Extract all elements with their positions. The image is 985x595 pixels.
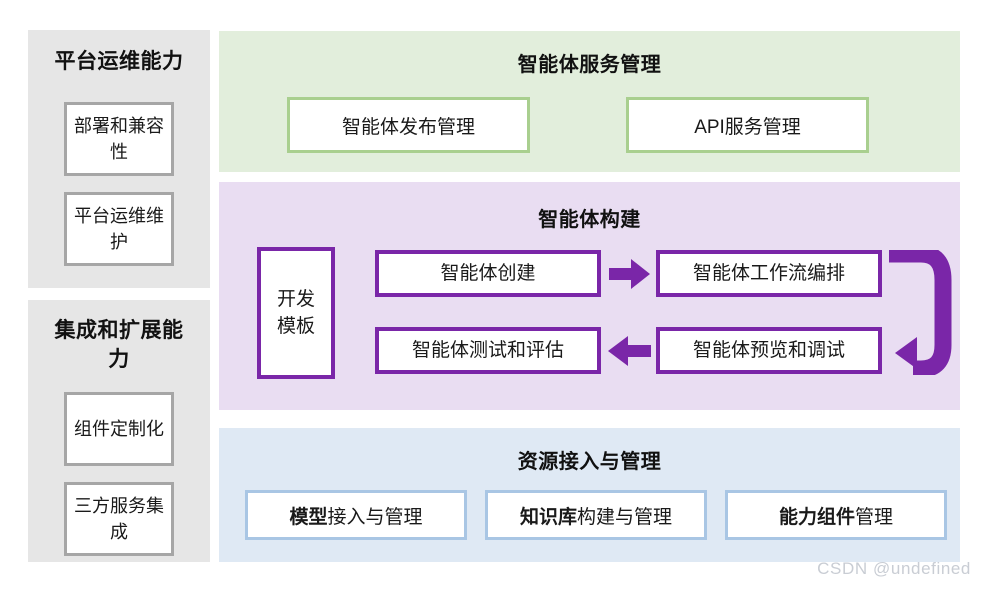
box-agent-creation[interactable]: 智能体创建 [375,250,601,297]
box-capability-component-management-bold: 能力组件 [778,506,855,528]
box-knowledge-base-management[interactable]: 知识库构建与管理 [485,490,707,540]
panel-agent-build: 智能体构建 开发模板 智能体创建 智能体工作流编排 智能体预览和调试 智能体测试… [219,182,960,410]
arrow-left-icon [608,336,651,366]
box-model-access-management-bold: 模型 [289,506,328,528]
panel-integration-extension: 集成和扩展能力 组件定制化 三方服务集成 [28,300,210,562]
box-third-party-integration[interactable]: 三方服务集成 [64,482,174,556]
loop-arrow-icon [889,250,952,375]
panel-platform-ops: 平台运维能力 部署和兼容性 平台运维维护 [28,30,210,288]
box-model-access-management-rest: 接入与管理 [327,506,423,528]
box-knowledge-base-management-bold: 知识库 [519,506,577,528]
panel-agent-build-title: 智能体构建 [538,209,641,231]
box-capability-component-management-rest: 管理 [855,506,894,528]
box-model-access-management[interactable]: 模型接入与管理 [245,490,467,540]
box-agent-test-evaluation[interactable]: 智能体测试和评估 [375,327,601,374]
box-knowledge-base-management-rest: 构建与管理 [577,506,673,528]
panel-agent-service-management: 智能体服务管理 智能体发布管理 API服务管理 [219,31,960,172]
box-agent-publish-management[interactable]: 智能体发布管理 [287,97,530,153]
box-development-template[interactable]: 开发模板 [257,247,335,379]
arrow-right-icon [609,259,650,289]
watermark-text: CSDN @undefined [817,559,971,578]
panel-platform-ops-title: 平台运维能力 [54,50,184,73]
panel-integration-extension-title: 集成和扩展能力 [54,319,184,371]
box-capability-component-management[interactable]: 能力组件管理 [725,490,947,540]
box-deploy-compatibility[interactable]: 部署和兼容性 [64,102,174,176]
panel-resource-access-management: 资源接入与管理 模型接入与管理 知识库构建与管理 能力组件管理 [219,428,960,562]
panel-agent-service-management-title: 智能体服务管理 [517,54,662,76]
panel-resource-access-management-title: 资源接入与管理 [517,451,662,473]
box-component-customization[interactable]: 组件定制化 [64,392,174,466]
box-platform-maintenance[interactable]: 平台运维维护 [64,192,174,266]
box-agent-workflow-orchestration[interactable]: 智能体工作流编排 [656,250,882,297]
box-api-service-management[interactable]: API服务管理 [626,97,869,153]
box-agent-preview-debug[interactable]: 智能体预览和调试 [656,327,882,374]
